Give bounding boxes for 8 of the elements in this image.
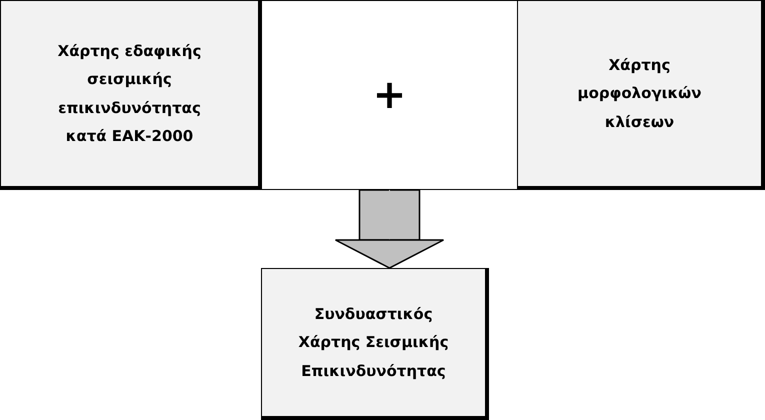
plus-sign: + (372, 71, 406, 120)
result-box (261, 268, 489, 420)
node-label: Χάρτης εδαφικής σεισμικής επικινδυνότητας κατά ΕΑΚ-2000 (56, 40, 202, 147)
map-box (517, 0, 765, 190)
node-label: Συνδυαστικός Χάρτης Σεισμικής Επικινδυνότητας (297, 304, 450, 382)
operator-cell (262, 0, 517, 190)
node-label: Χάρτης μορφολογικών κλίσεων (576, 54, 702, 133)
map-box (0, 0, 262, 190)
